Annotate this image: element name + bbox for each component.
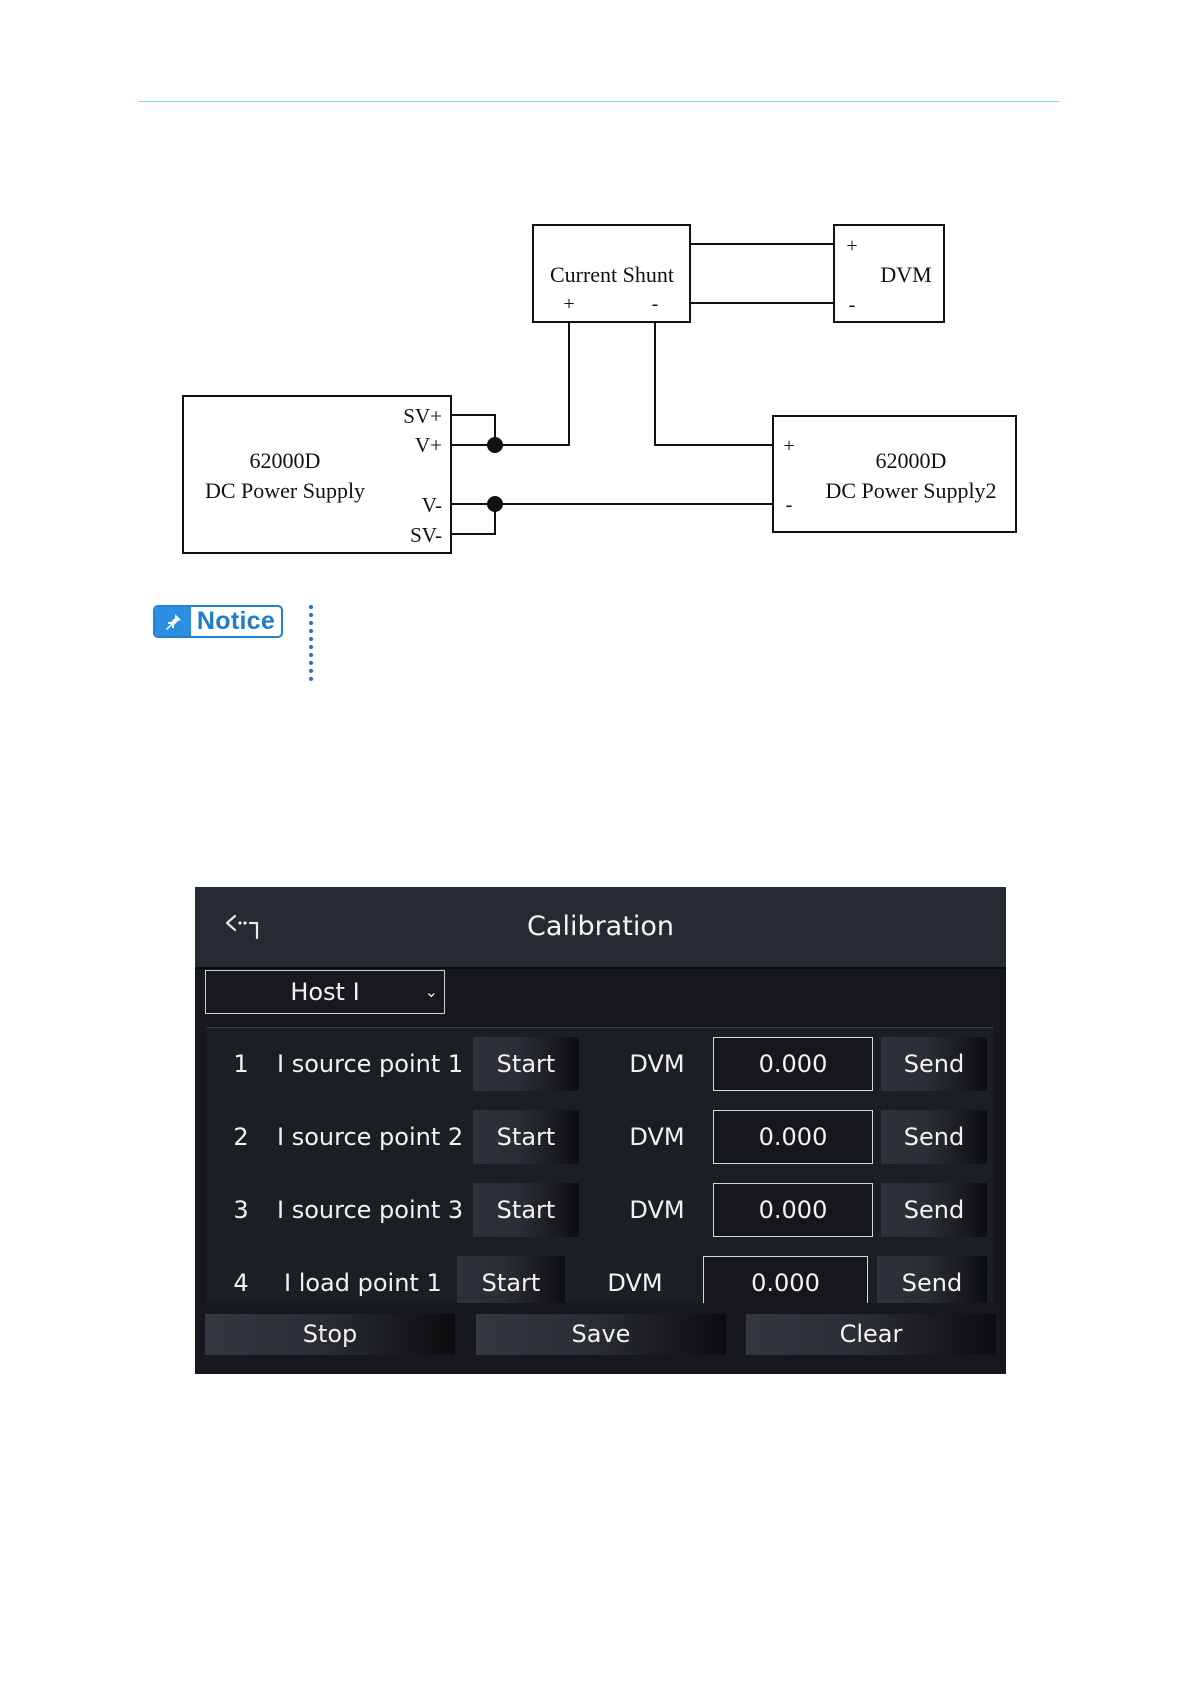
notice-badge: Notice bbox=[153, 605, 283, 638]
dvm-value-input[interactable]: 0.000 bbox=[713, 1037, 873, 1091]
send-button[interactable]: Send bbox=[877, 1256, 987, 1303]
shunt-label: Current Shunt bbox=[550, 262, 674, 287]
wiring-diagram: Current Shunt + - DVM + - 62000D DC Powe… bbox=[0, 0, 1191, 600]
send-button[interactable]: Send bbox=[881, 1037, 987, 1091]
row-point-name: I source point 2 bbox=[277, 1101, 463, 1174]
pin-v-plus: V+ bbox=[415, 433, 442, 457]
stop-button[interactable]: Stop bbox=[205, 1314, 455, 1355]
row-point-name: I load point 1 bbox=[284, 1247, 442, 1303]
start-button[interactable]: Start bbox=[457, 1256, 565, 1303]
dvm-value-input[interactable]: 0.000 bbox=[703, 1256, 868, 1303]
calibration-row: 3 I source point 3 Start DVM 0.000 Send bbox=[207, 1174, 993, 1249]
supply2-name: DC Power Supply2 bbox=[825, 478, 996, 503]
pin-sv-plus: SV+ bbox=[403, 404, 442, 428]
calibration-screen: Calibration Host I ⌄ 1 I source point 1 … bbox=[195, 887, 1006, 1374]
send-button[interactable]: Send bbox=[881, 1110, 987, 1164]
row-index: 2 bbox=[231, 1101, 251, 1174]
back-arrow-icon bbox=[224, 910, 264, 944]
dvm-label: DVM bbox=[607, 1174, 707, 1247]
clear-button[interactable]: Clear bbox=[746, 1314, 996, 1355]
start-button[interactable]: Start bbox=[473, 1037, 579, 1091]
row-point-name: I source point 3 bbox=[277, 1174, 463, 1247]
back-button[interactable] bbox=[221, 907, 267, 947]
supply2-model: 62000D bbox=[876, 448, 947, 473]
supply2-plus: + bbox=[783, 435, 794, 457]
calibration-row: 1 I source point 1 Start DVM 0.000 Send bbox=[207, 1028, 993, 1103]
dvm-label: DVM bbox=[607, 1028, 707, 1101]
shunt-minus: - bbox=[652, 293, 659, 315]
dvm-label: DVM bbox=[607, 1101, 707, 1174]
calibration-row: 2 I source point 2 Start DVM 0.000 Send bbox=[207, 1101, 993, 1176]
notice-divider bbox=[309, 605, 313, 681]
dvm-minus: - bbox=[849, 294, 856, 316]
pin-sv-minus: SV- bbox=[410, 523, 442, 547]
dvm-label: DVM bbox=[585, 1247, 685, 1303]
supply1-model: 62000D bbox=[250, 448, 321, 473]
dvm-plus: + bbox=[846, 235, 857, 257]
supply1-name: DC Power Supply bbox=[205, 478, 365, 503]
pin-v-minus: V- bbox=[422, 493, 442, 517]
supply2-minus: - bbox=[786, 494, 793, 516]
start-button[interactable]: Start bbox=[473, 1110, 579, 1164]
calibration-row: 4 I load point 1 Start DVM 0.000 Send bbox=[207, 1247, 993, 1303]
dvm-label: DVM bbox=[880, 262, 931, 287]
row-index: 1 bbox=[231, 1028, 251, 1101]
mode-select-value: Host I bbox=[290, 978, 359, 1006]
dvm-value-input[interactable]: 0.000 bbox=[713, 1183, 873, 1237]
row-index: 4 bbox=[231, 1247, 251, 1303]
supply2-box bbox=[773, 416, 1016, 532]
chevron-down-icon: ⌄ bbox=[425, 971, 438, 1013]
notice-label: Notice bbox=[191, 607, 281, 636]
start-button[interactable]: Start bbox=[473, 1183, 579, 1237]
shunt-plus: + bbox=[563, 293, 574, 315]
save-button[interactable]: Save bbox=[476, 1314, 726, 1355]
pushpin-icon bbox=[155, 607, 191, 636]
calibration-header: Calibration bbox=[195, 887, 1006, 969]
page-title: Calibration bbox=[195, 887, 1006, 967]
calibration-points-list[interactable]: 1 I source point 1 Start DVM 0.000 Send … bbox=[207, 1027, 993, 1303]
mode-select[interactable]: Host I ⌄ bbox=[205, 970, 445, 1014]
row-point-name: I source point 1 bbox=[277, 1028, 463, 1101]
send-button[interactable]: Send bbox=[881, 1183, 987, 1237]
action-bar: Stop Save Clear bbox=[205, 1314, 997, 1355]
row-index: 3 bbox=[231, 1174, 251, 1247]
dvm-value-input[interactable]: 0.000 bbox=[713, 1110, 873, 1164]
